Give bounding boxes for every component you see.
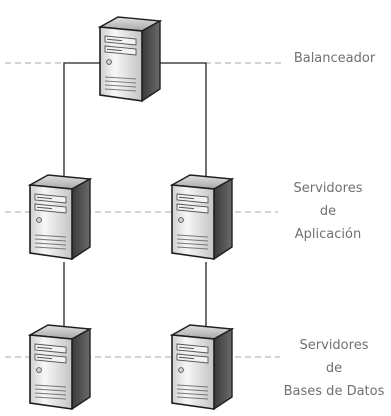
app-label-line-3: Aplicación [294,227,362,242]
db-server-2-icon [171,324,233,410]
connection-balancer-app-2 [158,62,207,178]
db-label-line-3: Bases de Datos [283,384,385,399]
app-label-line-2: de [319,204,337,219]
db-server-1-icon [29,324,91,410]
servers [29,16,233,410]
app-label-line-1: Servidores [293,181,363,196]
db-label-line-1: Servidores [299,338,369,353]
app-tier-label: Servidores de Aplicación [278,177,378,246]
app-server-2-icon [171,174,233,260]
connection-balancer-app-1 [63,62,100,178]
connections [63,62,207,326]
db-label-line-2: de [325,361,343,376]
balancer-tier-label: Balanceador [282,47,387,70]
balancer-label-line-1: Balanceador [293,51,376,66]
db-tier-label: Servidores de Bases de Datos [280,334,388,403]
balancer-server-icon [99,16,161,102]
app-server-1-icon [29,174,91,260]
